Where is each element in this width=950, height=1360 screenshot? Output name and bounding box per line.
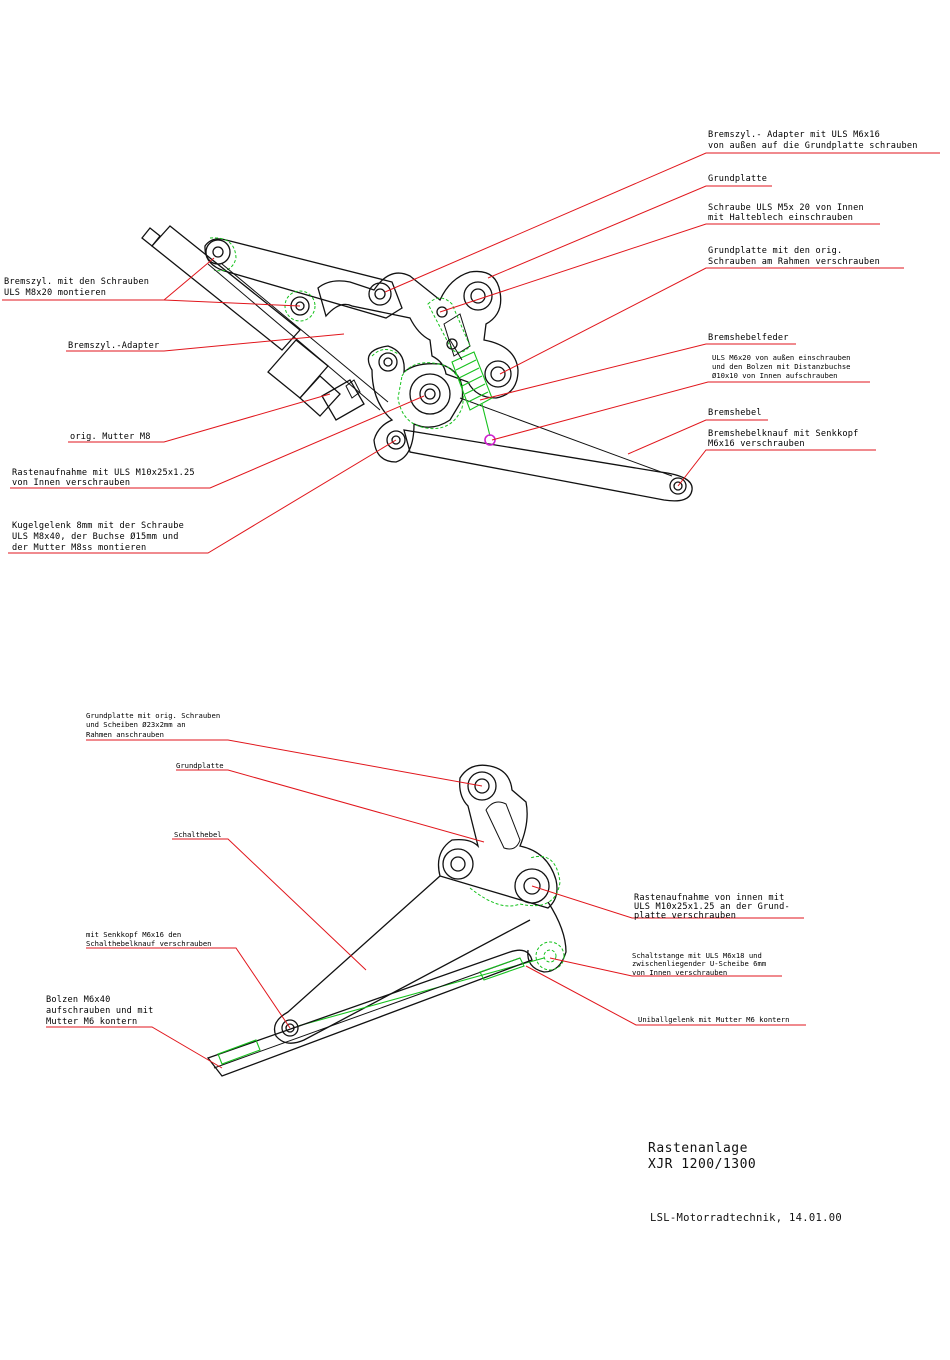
label-mutter-m8: orig. Mutter M8 [70,432,151,442]
brake-cylinder [141,225,365,421]
label-grundplatte-brake: Grundplatte [708,174,767,184]
label-uniball: Uniballgelenk mit Mutter M6 kontern [638,1015,789,1024]
label-bremshebelfeder: Bremshebelfeder [708,333,789,343]
shift-base-plate [437,764,558,909]
label-bremszyl-adapter: Bremszyl.-Adapter [68,341,159,351]
shift-lever [273,875,545,1044]
label-bremshebel: Bremshebel [708,408,762,418]
brake-cylinder-adapter [204,237,403,411]
shift-rod [206,949,533,1077]
brake-lever-spring [446,338,496,446]
shift-leaders [46,739,806,1069]
footpeg-mount [367,345,464,463]
drawing-footer: LSL-Motorradtechnik, 14.01.00 [650,1212,842,1224]
base-plate [317,270,519,399]
label-schalthebel: Schalthebel [174,830,222,839]
brake-lever [403,397,693,502]
shift-footpeg-mount [469,856,567,973]
brake-leaders [2,152,940,554]
spring-anchor-marker [484,434,496,446]
label-shift-grundplatte: Grundplatte [176,761,224,770]
label-grundplatte-orig: Grundplatte mit den orig.Schrauben am Ra… [708,246,880,267]
